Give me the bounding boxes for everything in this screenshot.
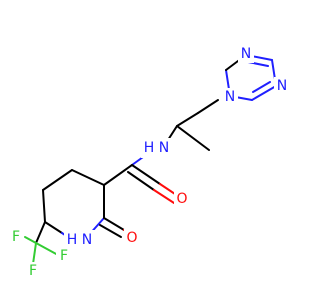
bond-c2-o [103, 217, 125, 231]
amide-group [127, 151, 179, 204]
bond-c5-c6 [42, 189, 46, 223]
bond-c-o-double-red [153, 189, 175, 204]
bond-c4-c5 [42, 169, 73, 191]
atom-n-lactam: N [82, 232, 92, 248]
bond-c3-c4 [71, 169, 105, 186]
atom-o-lactam: O [126, 230, 137, 246]
bond-cf3-f3 [32, 242, 37, 265]
bond-ch-ch3 [176, 125, 210, 151]
atom-f1: F [12, 229, 20, 245]
atom-h-lactam: H [67, 232, 78, 248]
atom-n4: N [241, 46, 251, 62]
bond-ch-nh [167, 125, 178, 141]
structure-diagram: N N N H N O O H N F F F [8, 45, 290, 280]
atom-n1: N [225, 89, 235, 105]
molecule-canvas: N N N H N O O H N F F F [8, 45, 290, 280]
bond-c2-o-double [99, 224, 122, 238]
bond-co-c3 [103, 164, 133, 186]
atom-n-amide: N [159, 140, 169, 156]
bond-cf3-f1 [24, 236, 37, 244]
atom-o-amide: O [176, 191, 187, 207]
bond-c-o [131, 164, 161, 185]
atom-f3: F [29, 263, 37, 279]
atom-n2: N [277, 78, 287, 94]
bond-n2-n1 [251, 85, 277, 101]
atom-labels: N N N H N O O H N F F F [8, 45, 290, 280]
side-chain [167, 99, 219, 151]
bond-c-o-double [127, 171, 155, 191]
bond-n1-ch2 [197, 99, 219, 114]
bond-cf3-f2 [35, 242, 59, 256]
bond-n2-n1-double [252, 81, 271, 93]
bond-c6-cf3 [35, 221, 46, 244]
piperidinone-ring [42, 164, 133, 238]
bond-ch2-ch [176, 112, 199, 127]
bond-c6-n [44, 221, 63, 234]
atom-h-amide: H [144, 140, 155, 156]
atom-f2: F [60, 248, 68, 264]
trifluoromethyl-group [24, 221, 59, 265]
